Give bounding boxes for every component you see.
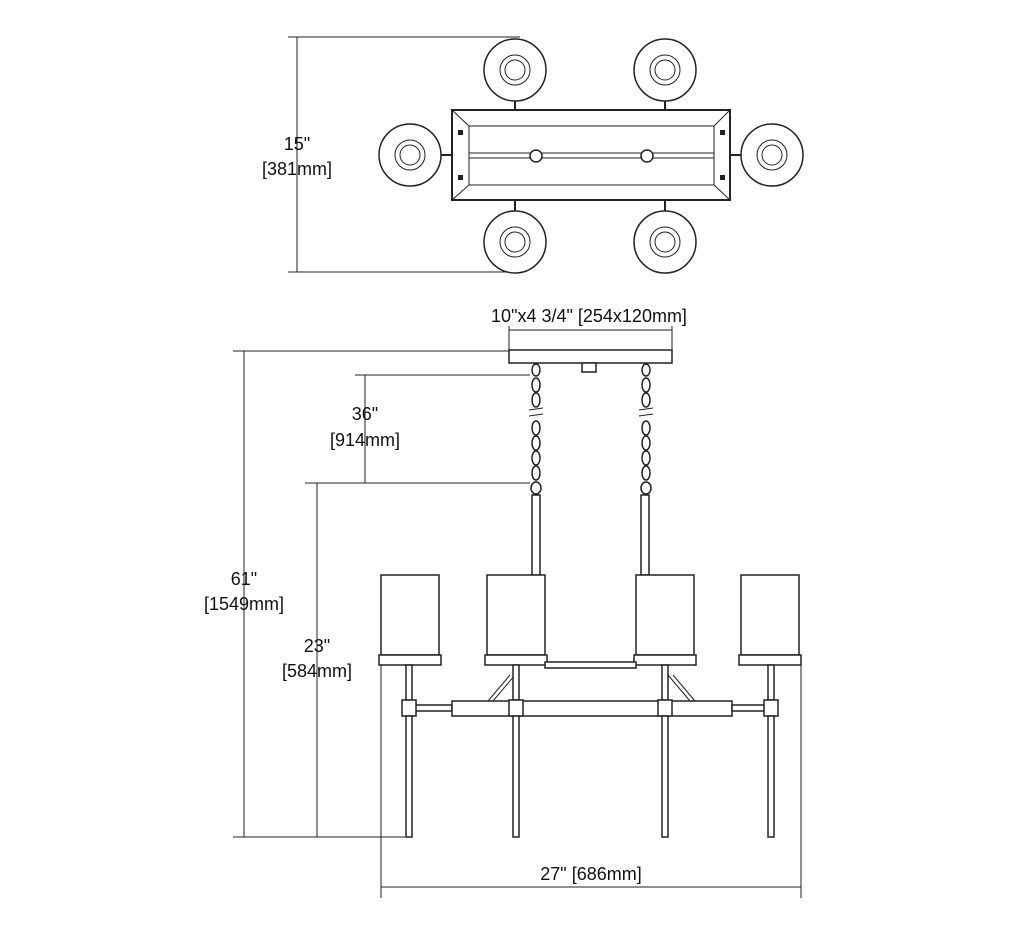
legs	[405, 715, 775, 838]
front-shade-4	[738, 574, 802, 666]
canopy-dimension-line	[508, 326, 673, 350]
top-view-arms	[440, 100, 742, 212]
chain-mm-label: [914mm]	[330, 430, 400, 450]
top-view: 15" [381mm]	[262, 36, 804, 274]
chain-dimension-line	[305, 374, 530, 484]
top-shade-6	[633, 210, 697, 274]
upper-crossbar	[487, 661, 696, 702]
top-shade-1	[483, 38, 547, 102]
top-shade-5	[483, 210, 547, 274]
chain-right	[638, 363, 654, 495]
main-bar	[401, 699, 779, 717]
front-shade-2	[484, 574, 548, 666]
top-view-frame	[451, 109, 731, 201]
socket-stems	[405, 664, 775, 701]
fixture-height-inches-label: 23"	[304, 636, 330, 656]
overall-height-mm-label: [1549mm]	[204, 594, 284, 614]
downrods	[531, 494, 650, 576]
depth-inches-label: 15"	[284, 134, 310, 154]
overall-height-inches-label: 61"	[231, 569, 257, 589]
fixture-height-mm-label: [584mm]	[282, 661, 352, 681]
canopy	[508, 349, 673, 373]
canopy-size-label: 10"x4 3/4" [254x120mm]	[491, 306, 687, 326]
chain-inches-label: 36"	[352, 404, 378, 424]
overall-height-dimension-line	[233, 350, 509, 838]
front-view: 10"x4 3/4" [254x120mm] 61" [1549mm] 36" …	[204, 306, 802, 898]
overall-width-dimension-line	[380, 665, 802, 898]
top-shade-4	[740, 123, 804, 187]
front-shade-3	[633, 574, 697, 666]
top-shade-3	[378, 123, 442, 187]
depth-dimension-line	[288, 36, 520, 273]
front-shade-1	[378, 574, 442, 666]
chain-left	[528, 363, 544, 495]
depth-mm-label: [381mm]	[262, 159, 332, 179]
overall-width-label: 27" [686mm]	[540, 864, 641, 884]
top-shade-2	[633, 38, 697, 102]
